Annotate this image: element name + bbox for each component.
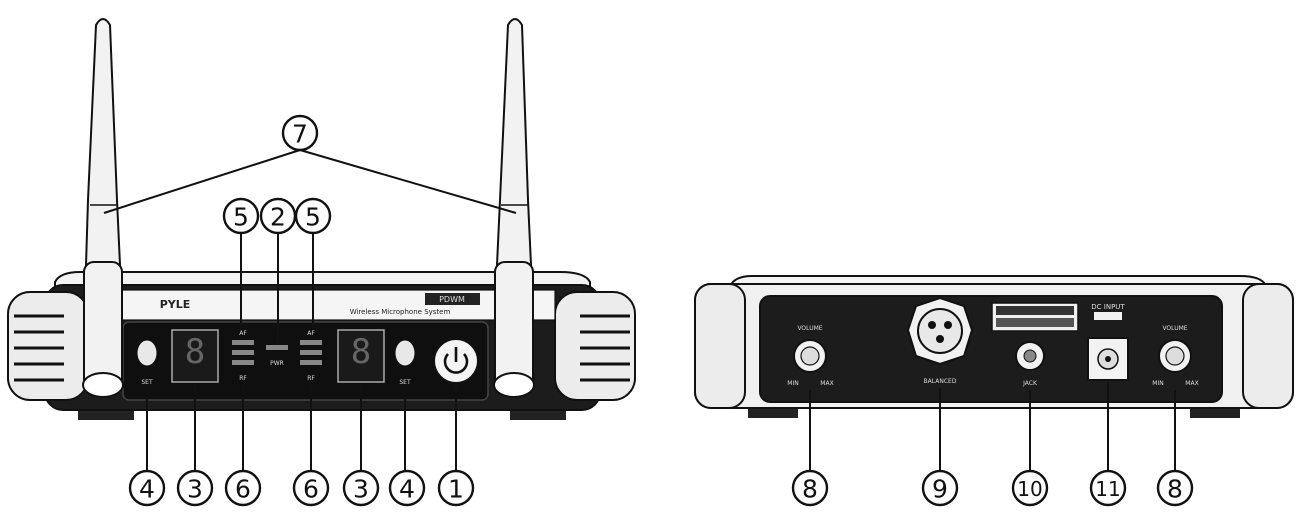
- af-label-right: AF: [307, 330, 315, 337]
- rf-label-left: RF: [239, 375, 247, 382]
- front-endcap-grooves: [14, 314, 630, 382]
- rf-label-right: RF: [307, 375, 315, 382]
- svg-text:4: 4: [399, 475, 415, 504]
- svg-text:4: 4: [139, 475, 155, 504]
- model-label: PDWM: [439, 295, 465, 304]
- svg-text:8: 8: [1167, 475, 1183, 504]
- callout-8-right: 8: [1156, 469, 1194, 507]
- callout-1: 1: [437, 469, 475, 507]
- rear-endcap-right: [1242, 283, 1294, 409]
- set-label-right: SET: [399, 379, 411, 386]
- channel-display-right: [337, 329, 385, 383]
- subtitle-label: Wireless Microphone System: [350, 308, 451, 316]
- vol-max-left: MAX: [820, 380, 833, 387]
- dc-spec-box: [1094, 312, 1122, 320]
- dc-jack-icon[interactable]: [1087, 337, 1129, 381]
- svg-text:8: 8: [802, 475, 818, 504]
- warning-label-band-2: [996, 318, 1074, 327]
- callout-10: 10: [1011, 469, 1049, 507]
- xlr-connector-icon[interactable]: [906, 296, 974, 366]
- set-button-right[interactable]: [394, 339, 416, 367]
- callout-7: 7: [281, 114, 319, 152]
- set-label-left: SET: [141, 379, 153, 386]
- front-unit: PYLE PDWM Wireless Microphone System SET…: [7, 18, 636, 420]
- vol-max-right: MAX: [1185, 380, 1198, 387]
- callout-3-left: 3: [176, 469, 214, 507]
- svg-text:10: 10: [1017, 477, 1042, 501]
- display-digit-right: 8: [351, 332, 371, 372]
- svg-text:7: 7: [292, 120, 308, 149]
- svg-text:3: 3: [187, 475, 203, 504]
- power-icon[interactable]: [433, 338, 479, 384]
- pwr-led: [266, 345, 288, 350]
- antenna-icon: [82, 18, 535, 398]
- svg-text:6: 6: [235, 475, 251, 504]
- leader-lines: [103, 149, 1176, 470]
- jack-icon[interactable]: [1015, 341, 1045, 371]
- front-endcap-right: [554, 291, 636, 401]
- callout-4-right: 4: [388, 469, 426, 507]
- callout-5-right: 5: [294, 197, 332, 235]
- af-led-left: [232, 340, 254, 345]
- rf-led-right-2: [300, 360, 322, 365]
- channel-display-left: [171, 329, 219, 383]
- svg-text:1: 1: [448, 475, 464, 504]
- callout-6-left: 6: [224, 469, 262, 507]
- svg-text:5: 5: [305, 203, 321, 232]
- af-label-left: AF: [239, 330, 247, 337]
- rf-led-left-1: [232, 350, 254, 355]
- display-digit-left: 8: [185, 332, 205, 372]
- volume-knob-icon[interactable]: [793, 339, 827, 373]
- volume-label-right: VOLUME: [1162, 325, 1187, 332]
- dc-label: DC INPUT: [1091, 303, 1125, 311]
- callout-3-right: 3: [342, 469, 380, 507]
- vol-min-right: MIN: [1152, 380, 1163, 387]
- warning-label-band: [996, 306, 1074, 315]
- balanced-label: BALANCED: [924, 378, 957, 385]
- callout-9: 9: [921, 469, 959, 507]
- volume-label-left: VOLUME: [797, 325, 822, 332]
- callout-8-left: 8: [791, 469, 829, 507]
- svg-text:5: 5: [233, 203, 249, 232]
- front-endcap-left: [7, 291, 89, 401]
- callout-4-left: 4: [128, 469, 166, 507]
- rear-endcap-left: [694, 283, 746, 409]
- callout-2: 2: [259, 197, 297, 235]
- svg-text:11: 11: [1095, 477, 1120, 501]
- svg-text:2: 2: [270, 203, 286, 232]
- vol-min-left: MIN: [787, 380, 798, 387]
- svg-text:6: 6: [303, 475, 319, 504]
- rf-led-right-1: [300, 350, 322, 355]
- callout-11: 11: [1089, 469, 1127, 507]
- svg-text:3: 3: [353, 475, 369, 504]
- pwr-label: PWR: [270, 360, 284, 367]
- jack-label: JACK: [1022, 380, 1038, 387]
- callout-6-right: 6: [292, 469, 330, 507]
- af-led-right: [300, 340, 322, 345]
- svg-text:9: 9: [932, 475, 948, 504]
- model-badge: [425, 293, 480, 305]
- volume-knob-icon[interactable]: [1158, 339, 1192, 373]
- rf-led-left-2: [232, 360, 254, 365]
- rear-unit: VOLUME MIN MAX VOLUME MIN MAX BALANCED J…: [694, 275, 1294, 418]
- callout-5-left: 5: [222, 197, 260, 235]
- set-button-left[interactable]: [136, 339, 158, 367]
- brand-logo: PYLE: [160, 298, 191, 311]
